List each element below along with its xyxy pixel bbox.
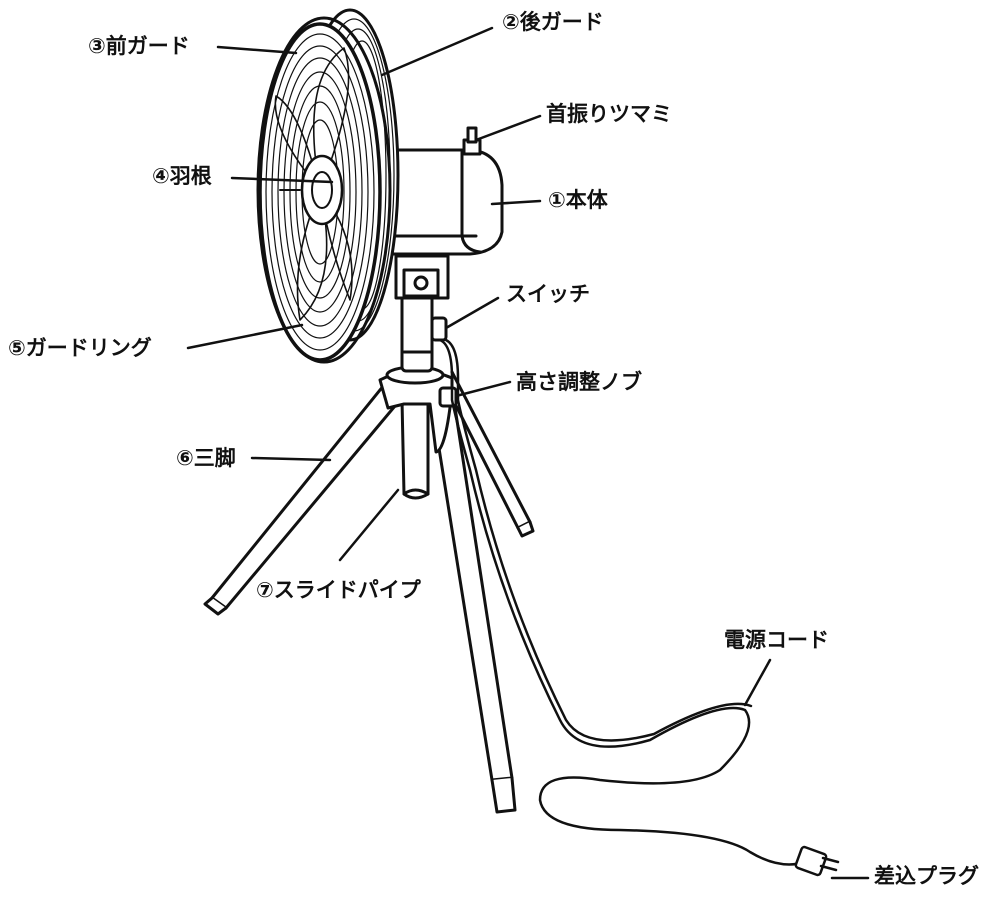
label-body: ①本体 — [548, 190, 608, 211]
label-height-knob: 高さ調整ノブ — [516, 372, 642, 393]
label-power-cord: 電源コード — [724, 630, 829, 651]
label-guard-ring: ⑤ガードリング — [8, 338, 152, 359]
label-rear-guard: ②後ガード — [502, 12, 604, 33]
neck-bracket — [396, 256, 448, 298]
slide-pipe — [402, 400, 428, 498]
label-front-guard: ③前ガード — [88, 36, 190, 57]
label-switch: スイッチ — [506, 284, 590, 305]
label-oscillation-knob: 首振りツマミ — [546, 104, 672, 125]
guard-assembly — [258, 10, 398, 362]
plug-shape — [795, 846, 838, 876]
label-blade: ④羽根 — [152, 166, 212, 187]
label-tripod: ⑥三脚 — [176, 448, 236, 469]
stand-pole — [402, 295, 432, 371]
label-plug: 差込プラグ — [874, 866, 979, 887]
label-slide-pipe: ⑦スライドパイプ — [256, 580, 421, 601]
switch-box — [432, 318, 446, 340]
